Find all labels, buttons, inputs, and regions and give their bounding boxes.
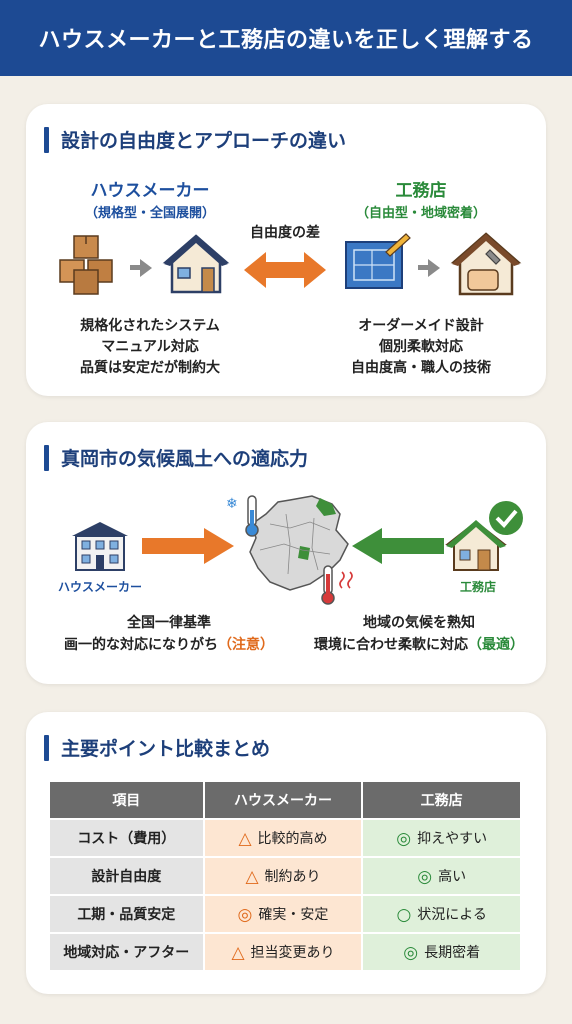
row-house-maker: ◎確実・安定 <box>204 896 362 932</box>
section-title-approach: 設計の自由度とアプローチの違い <box>44 126 346 153</box>
arrow-right-icon <box>428 259 440 277</box>
row-item: 地域対応・アフター <box>50 934 203 970</box>
row-house-maker: △担当変更あり <box>204 934 362 970</box>
boxes-icon <box>59 235 113 295</box>
house-maker-climate-description: 全国一律基準 画一的な対応になりがち（注意） <box>64 615 274 653</box>
house-maker-description: 規格化されたシステム マニュアル対応 品質は安定だが制約大 <box>80 318 220 376</box>
double-arrow-icon <box>244 252 326 288</box>
repair-house-icon <box>450 232 522 296</box>
row-house-maker: △制約あり <box>204 858 362 894</box>
office-building-icon <box>72 522 128 571</box>
row-item: コスト（費用） <box>50 820 203 856</box>
builder-label: 工務店 <box>459 580 496 594</box>
arrow-right-icon <box>140 259 152 277</box>
table-row: 設計自由度 △制約あり ◎高い <box>50 858 520 894</box>
comparison-table: 項目 ハウスメーカー 工務店 コスト（費用） △比較的高め ◎抑えやすい 設計自… <box>48 780 522 972</box>
hot-thermometer-icon <box>321 565 353 605</box>
page-header: ハウスメーカーと工務店の違いを正しく理解する <box>0 0 572 76</box>
row-builder: ◎抑えやすい <box>363 820 520 856</box>
page-title: ハウスメーカーと工務店の違いを正しく理解する <box>38 28 534 53</box>
house-maker-label: ハウスメーカー <box>57 580 142 594</box>
row-builder: ◎長期密着 <box>363 934 520 970</box>
section-title-comparison: 主要ポイント比較まとめ <box>44 734 270 761</box>
svg-text:❄: ❄ <box>226 496 238 512</box>
house-maker-subheading: （規格型・全国展開） <box>84 206 215 221</box>
row-item: 工期・品質安定 <box>50 896 203 932</box>
freedom-gap-label: 自由度の差 <box>250 225 320 241</box>
climate-card: 真岡市の気候風土への適応力 ハウスメーカー ❄ <box>26 422 546 684</box>
house-maker-heading: ハウスメーカー <box>90 181 210 201</box>
builder-climate-description: 地域の気候を熟知 環境に合わせ柔軟に対応（最適） <box>314 615 524 653</box>
builder-subheading: （自由型・地域密着） <box>355 206 486 221</box>
header-builder: 工務店 <box>363 782 520 818</box>
table-row: 工期・品質安定 ◎確実・安定 ○状況による <box>50 896 520 932</box>
row-item: 設計自由度 <box>50 858 203 894</box>
row-builder: ○状況による <box>363 896 520 932</box>
green-arrow-icon <box>352 528 444 564</box>
table-header-row: 項目 ハウスメーカー 工務店 <box>50 782 520 818</box>
row-house-maker: △比較的高め <box>204 820 362 856</box>
checked-house-icon <box>445 501 523 571</box>
header-item: 項目 <box>50 782 203 818</box>
row-builder: ◎高い <box>363 858 520 894</box>
builder-heading: 工務店 <box>395 181 447 201</box>
house-icon <box>162 234 230 294</box>
blueprint-icon <box>345 233 411 289</box>
orange-arrow-icon <box>142 528 234 564</box>
comparison-card: 主要ポイント比較まとめ 項目 ハウスメーカー 工務店 コスト（費用） △比較的高… <box>26 712 546 994</box>
header-house-maker: ハウスメーカー <box>204 782 362 818</box>
builder-description: オーダーメイド設計 個別柔軟対応 自由度高・職人の技術 <box>351 318 491 376</box>
cold-thermometer-icon: ❄ <box>226 495 259 537</box>
table-row: 地域対応・アフター △担当変更あり ◎長期密着 <box>50 934 520 970</box>
table-row: コスト（費用） △比較的高め ◎抑えやすい <box>50 820 520 856</box>
approach-card: 設計の自由度とアプローチの違い ハウスメーカー （規格型・全国展開） 工務店 （… <box>26 104 546 396</box>
map-icon <box>249 495 349 591</box>
section-title-climate: 真岡市の気候風土への適応力 <box>44 444 308 471</box>
